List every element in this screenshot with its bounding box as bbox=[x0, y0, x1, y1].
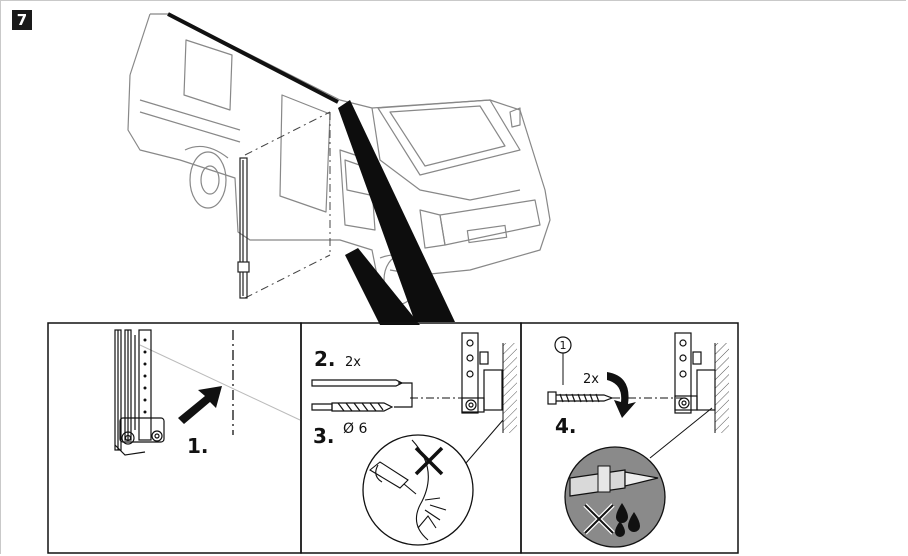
water-drops-icon bbox=[615, 503, 640, 537]
screw-quantity: 2x bbox=[583, 372, 599, 387]
detail-pointer-wedge-small bbox=[345, 248, 420, 325]
sealant-tube-icon bbox=[569, 465, 659, 497]
mounting-projection bbox=[244, 111, 331, 299]
awning-rail bbox=[167, 12, 339, 104]
callout-number: 1 bbox=[560, 339, 567, 352]
step-3-label: 3. bbox=[313, 424, 335, 448]
screw-icon bbox=[547, 391, 614, 405]
van-illustration bbox=[127, 13, 551, 305]
panel-2-drill-step: 2. 2x 3. Ø 6 bbox=[311, 332, 517, 546]
step-2-quantity: 2x bbox=[345, 355, 361, 370]
no-cross-icon bbox=[414, 446, 444, 476]
step-number-badge: 7 bbox=[12, 10, 32, 30]
insert-arrow bbox=[178, 386, 222, 424]
rotate-arrow-icon bbox=[607, 372, 636, 418]
drill-diameter: Ø 6 bbox=[343, 421, 367, 437]
drill-detail-circle bbox=[362, 434, 474, 546]
panel-3-screw-step: 1 2x 4. bbox=[547, 332, 729, 548]
step-1-label: 1. bbox=[187, 434, 209, 458]
detail-panels bbox=[47, 322, 739, 554]
sealant-detail-circle bbox=[564, 446, 666, 548]
detail-pointer-wedge bbox=[338, 100, 455, 322]
step-2-label: 2. bbox=[314, 347, 336, 371]
support-leg bbox=[237, 157, 250, 299]
panel-1-rail-insertion: 1. bbox=[114, 329, 301, 458]
step-4-label: 4. bbox=[555, 414, 577, 438]
